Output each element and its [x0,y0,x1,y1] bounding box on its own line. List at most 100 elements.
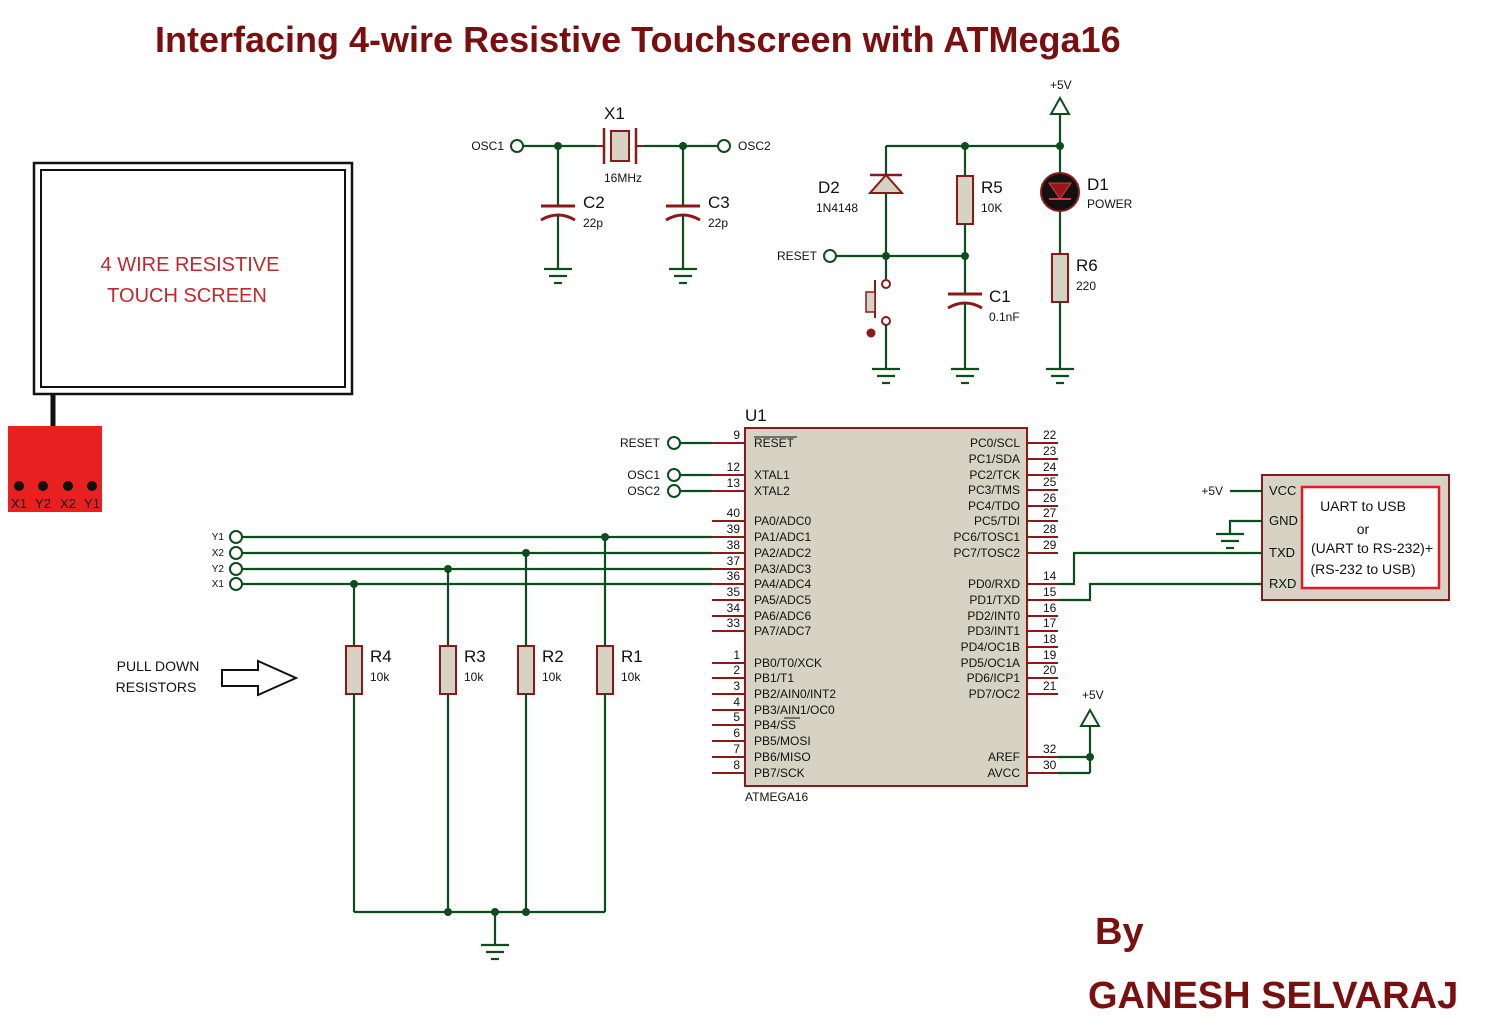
mcu-pin-name: XTAL1 [754,468,790,482]
c2-ref: C2 [583,193,605,212]
connector-pin-dot [14,481,24,491]
mcu-pin-name: PD4/OC1B [961,640,1020,654]
osc1-terminal [667,468,681,482]
mcu-pin-number: 20 [1043,663,1057,677]
c3-ref: C3 [708,193,730,212]
reset-terminal-label: RESET [620,436,661,450]
connector-pin-dot [87,481,97,491]
d1-value: POWER [1087,197,1133,211]
mcu-pin-number: 32 [1043,742,1057,756]
mcu-pin-number: 30 [1043,758,1057,772]
mcu-left-terminals: RESET OSC1 OSC2 [620,436,712,498]
uart-pin-vcc: VCC [1269,483,1296,498]
mcu-ref: U1 [745,406,767,425]
mcu-pin-name: PA0/ADC0 [754,514,811,528]
mcu-pin-name: PC5/TDI [974,514,1020,528]
net-terminal [229,577,243,591]
mcu-pin-number: 39 [727,522,741,536]
r5-ref: R5 [981,178,1003,197]
mcu-pin-name: PA2/ADC2 [754,546,811,560]
c2-value: 22p [583,216,603,230]
avcc-supply-label: +5V [1082,688,1104,702]
connector-pin-label: X2 [60,496,76,511]
osc1-terminal [510,139,524,153]
mcu-pin-number: 26 [1043,491,1057,505]
mcu-pin-name: PA1/ADC1 [754,530,811,544]
mcu-pin-number: 35 [727,585,741,599]
mcu-pin-number: 4 [733,695,740,709]
net-label-y1: Y1 [212,532,225,543]
mcu-pin-number: 27 [1043,506,1057,520]
touchscreen-label-line2: TOUCH SCREEN [107,285,267,307]
net-label-x2: X2 [212,548,225,559]
uart-pin-rxd: RXD [1269,576,1296,591]
mcu-pin-number: 33 [727,616,741,630]
net-label-y2: Y2 [212,564,225,575]
mcu-pin-name: PC0/SCL [970,436,1020,450]
ground-icon [951,367,979,385]
author-by: By [1095,911,1144,953]
mcu-pin-number: 13 [727,476,741,490]
reset-label: RESET [777,249,818,263]
mcu-left-pins: 9RESET12XTAL113XTAL240PA0/ADC039PA1/ADC1… [712,428,836,780]
mcu-pin-number: 18 [1043,632,1057,646]
r4-ref: R4 [370,647,392,666]
mcu-pin-name: PB3/AIN1/OC0 [754,703,835,717]
touchscreen-inner [40,169,346,388]
r6-value: 220 [1076,279,1096,293]
crystal-value: 16MHz [604,171,642,185]
ground-icon [544,267,572,285]
osc2-terminal [667,484,681,498]
mcu-pin-name: XTAL2 [754,484,790,498]
mcu-pin-number: 9 [733,428,740,442]
r4-resistor [345,645,363,695]
mcu-pin-number: 21 [1043,679,1057,693]
d2-ref: D2 [818,178,840,197]
crystal-circuit: OSC1 OSC2 X1 16MHz C2 22p C3 22p [471,104,771,285]
osc2-terminal-label: OSC2 [627,484,660,498]
mcu-pin-name: RESET [754,436,795,450]
r6-ref: R6 [1076,256,1098,275]
mcu-pin-name: PD3/INT1 [967,624,1020,638]
vcc-arrow-icon [1049,95,1071,146]
uart-pin-txd: TXD [1269,545,1295,560]
uart-pin-gnd: GND [1269,513,1298,528]
mcu-pin-name: PD7/OC2 [969,687,1021,701]
osc2-label: OSC2 [738,139,771,153]
uart-module: UART to USB or (UART to RS-232)+ (RS-232… [1201,474,1450,601]
reset-terminal [823,249,837,263]
mcu-pin-number: 1 [733,648,740,662]
mcu-pin-name: PA7/ADC7 [754,624,811,638]
r5-resistor [956,175,974,225]
mcu-pin-number: 16 [1043,601,1057,615]
uart-vcc-label: +5V [1201,484,1223,498]
net-terminal [229,562,243,576]
mcu-pin-number: 17 [1043,616,1057,630]
c1-value: 0.1nF [989,310,1020,324]
pulldown-label-line1: PULL DOWN [117,658,200,674]
mcu-pin-number: 5 [733,710,740,724]
r1-ref: R1 [621,647,643,666]
mcu-pin-number: 6 [733,726,740,740]
mcu-pin-name: PD1/TXD [969,593,1020,607]
r4-value: 10k [370,670,390,684]
mcu-pin-number: 22 [1043,428,1057,442]
